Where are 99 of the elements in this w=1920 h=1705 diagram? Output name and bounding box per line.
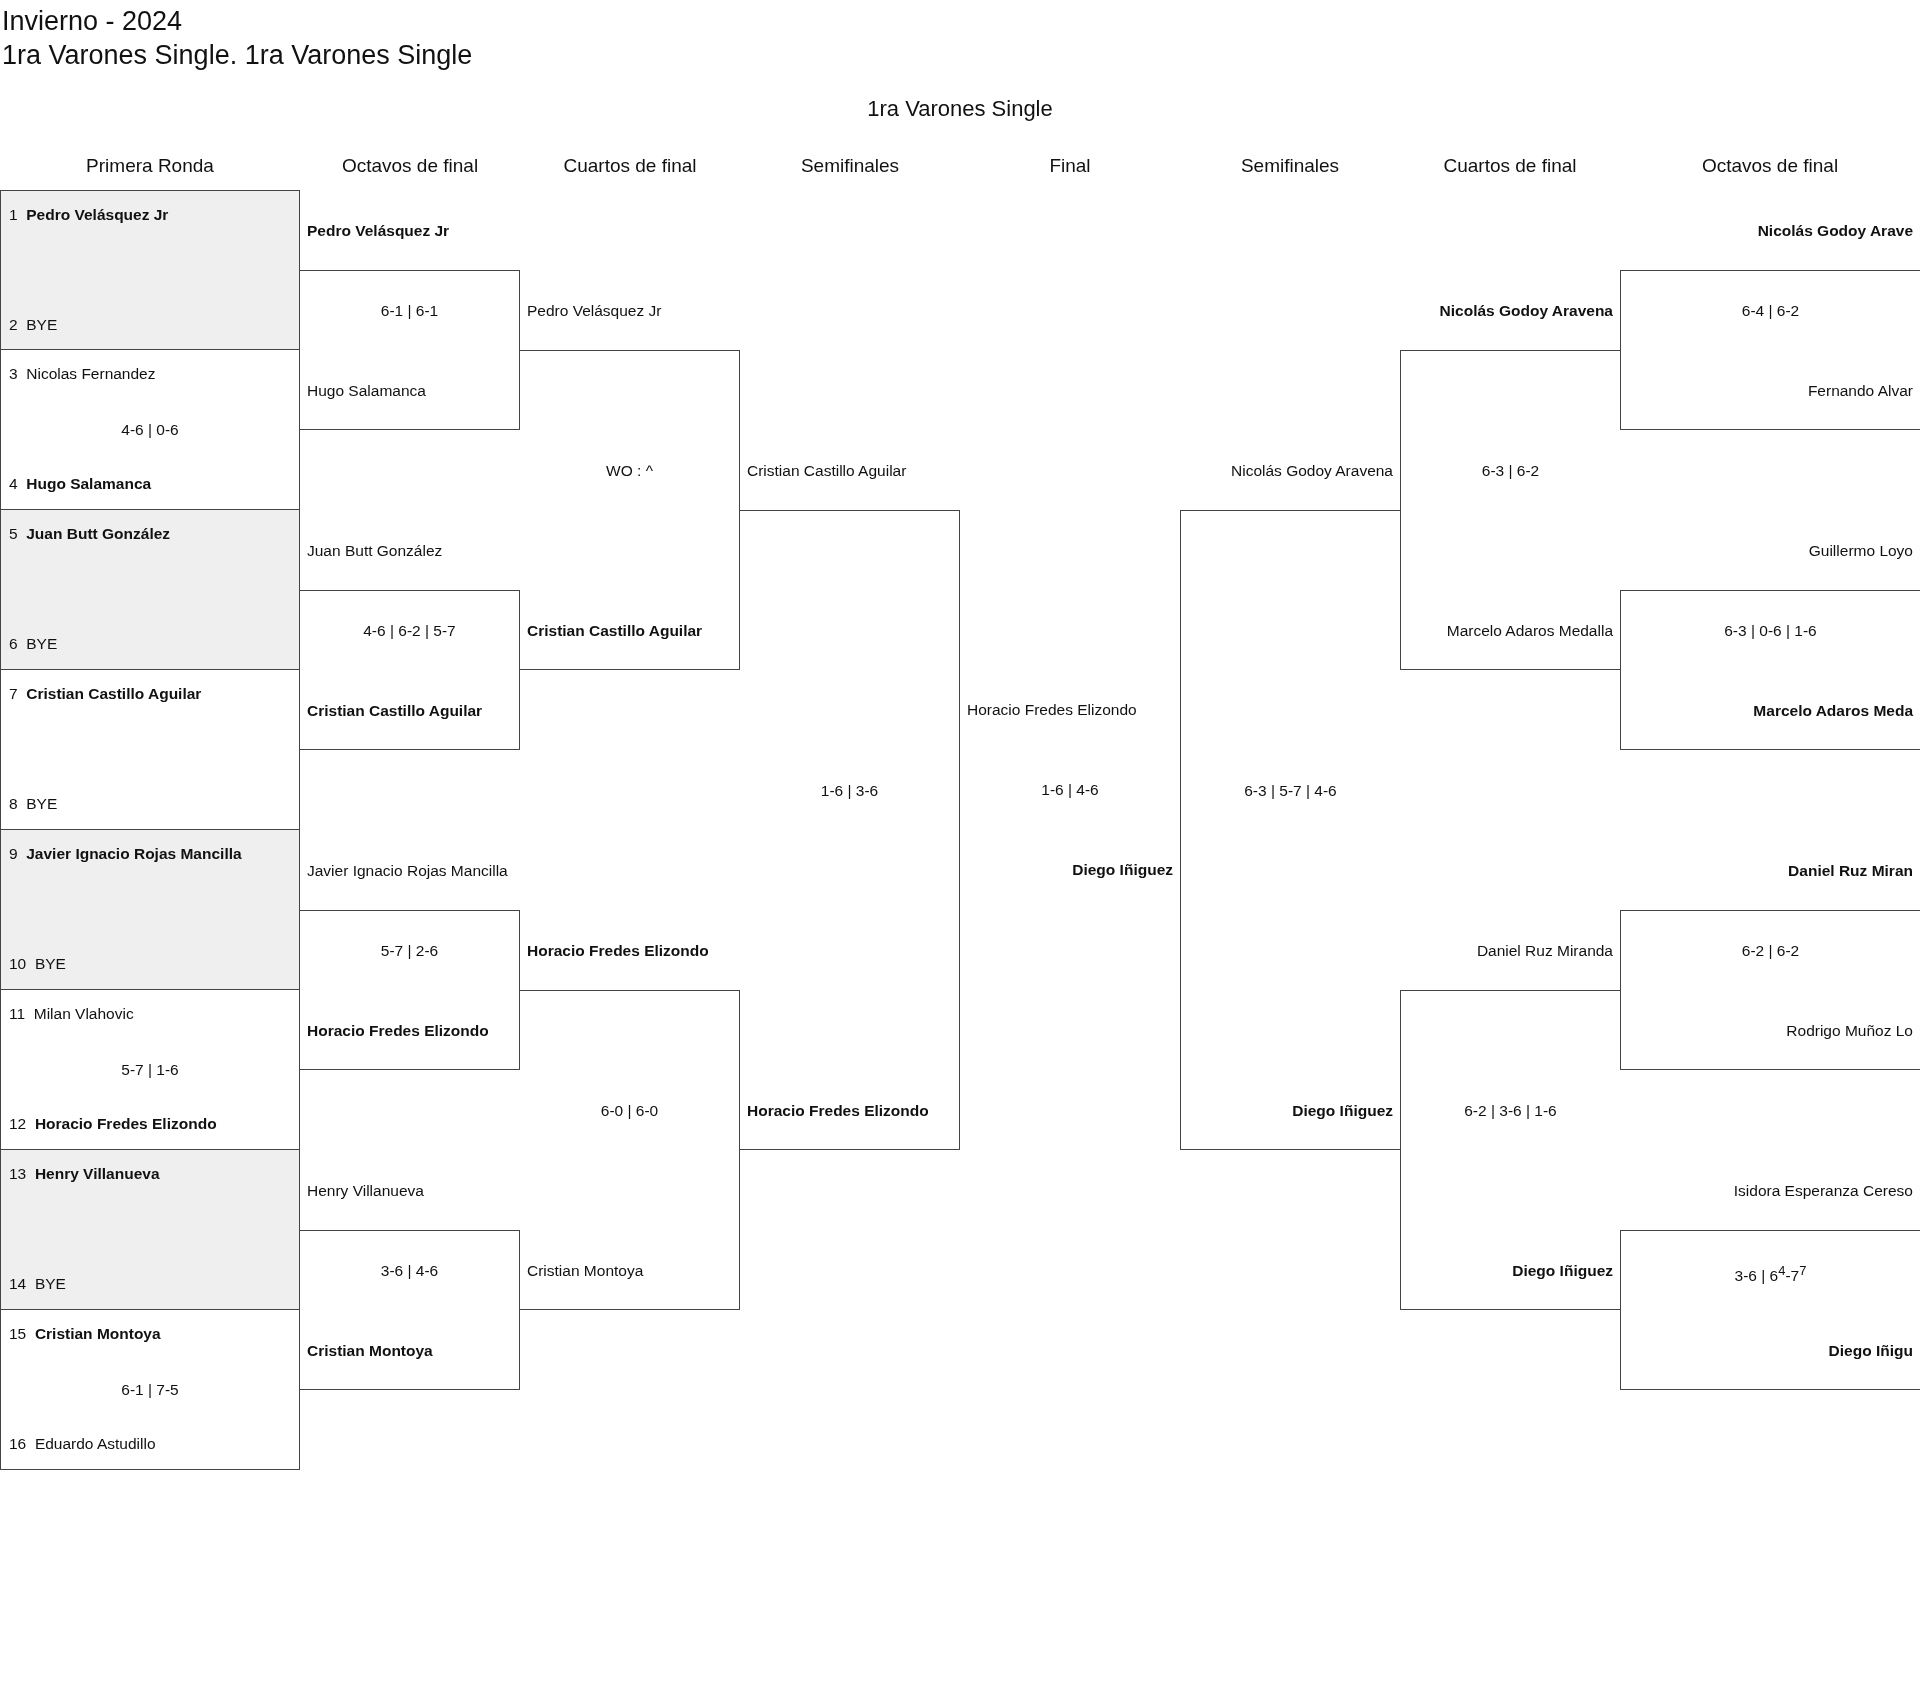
seed-number: 4 [9,474,18,494]
match-score: 6-1 | 7-5 [121,1380,179,1400]
match-score: 3-6 | 6$^{4}$-7$^{7}$ [1734,1262,1807,1287]
round-header: Final [1048,155,1092,177]
match-box [0,830,300,990]
player-name: Nicolás Godoy Aravena [1439,301,1613,321]
player-name: Marcelo Adaros Medalla [1446,621,1613,641]
match-score: 4-6 | 0-6 [121,420,179,440]
seed-number: 2 [9,315,18,335]
player-name: Henry Villanueva [34,1164,160,1184]
player-name: BYE [34,954,66,974]
match-score: 6-3 | 5-7 | 4-6 [1244,781,1337,801]
seed-number: 14 [9,1274,27,1294]
player-name: Rodrigo Muñoz Lo [1786,1021,1913,1041]
player-name: Juan Butt González [307,541,443,561]
player-name: Horacio Fredes Elizondo [527,941,709,961]
page-subtitle: 1ra Varones Single. 1ra Varones Single [2,40,473,71]
match-box [0,1150,300,1310]
player-name: BYE [26,634,58,654]
player-name: Horacio Fredes Elizondo [34,1114,217,1134]
player-name: Javier Ignacio Rojas Mancilla [307,861,508,881]
match-score: 6-1 | 6-1 [380,301,439,321]
seed-number: 9 [9,844,18,864]
seed-number: 7 [9,684,18,704]
match-box [0,1310,300,1470]
match-box [0,990,300,1150]
player-name: Cristian Montoya [527,1261,644,1281]
match-score: 4-6 | 6-2 | 5-7 [363,621,456,641]
match-box [0,350,300,510]
page-title: Invierno - 2024 [2,6,183,37]
player-name: Diego Iñiguez [1072,860,1173,880]
player-name: Juan Butt González [26,524,171,544]
player-name: Eduardo Astudillo [34,1434,156,1454]
player-name: Horacio Fredes Elizondo [747,1101,929,1121]
match-score: 6-3 | 6-2 [1481,461,1540,481]
player-name: Milan Vlahovic [33,1004,134,1024]
match-box [0,670,300,830]
player-name: Javier Ignacio Rojas Mancilla [26,844,242,864]
match-score: 3-6 | 4-6 [380,1261,439,1281]
player-name: Cristian Montoya [34,1324,161,1344]
seed-number: 11 [9,1004,26,1024]
player-name: Pedro Velásquez Jr [26,205,169,225]
player-name: Hugo Salamanca [307,381,426,401]
player-name: Guillermo Loyo [1808,541,1913,561]
player-name: BYE [34,1274,66,1294]
player-name: Nicolás Godoy Aravena [1231,461,1393,481]
match-score: 1-6 | 3-6 [820,781,879,801]
match-score: WO : ^ [606,461,653,481]
match-box [0,190,300,350]
player-name: Diego Iñigu [1828,1341,1913,1361]
round-header: Primera Ronda [85,155,215,177]
seed-number: 10 [9,954,27,974]
player-name: Marcelo Adaros Meda [1753,701,1913,721]
player-name: Pedro Velásquez Jr [527,301,662,321]
player-name: Cristian Castillo Aguilar [307,701,483,721]
bracket-title: 1ra Varones Single [866,96,1054,122]
seed-number: 15 [9,1324,27,1344]
player-name: BYE [26,315,58,335]
match-score: 6-2 | 6-2 [1741,941,1800,961]
match-score: 5-7 | 1-6 [121,1060,179,1080]
player-name: Pedro Velásquez Jr [307,221,450,241]
seed-number: 8 [9,794,18,814]
player-name: Horacio Fredes Elizondo [307,1021,489,1041]
seed-number: 6 [9,634,18,654]
player-name: Horacio Fredes Elizondo [967,700,1137,720]
player-name: Cristian Castillo Aguilar [527,621,703,641]
seed-number: 5 [9,524,18,544]
player-name: Cristian Castillo Aguilar [26,684,202,704]
round-header: Semifinales [1239,155,1341,177]
seed-number: 3 [9,364,18,384]
player-name: Hugo Salamanca [26,474,152,494]
seed-number: 1 [9,205,18,225]
seed-number: 13 [9,1164,27,1184]
match-score: 6-0 | 6-0 [600,1101,659,1121]
match-score: 6-2 | 3-6 | 1-6 [1464,1101,1557,1121]
match-score: 6-3 | 0-6 | 1-6 [1724,621,1817,641]
match-score: 6-4 | 6-2 [1741,301,1800,321]
player-name: Nicolas Fernandez [26,364,156,384]
player-name: Diego Iñiguez [1512,1261,1613,1281]
player-name: Cristian Montoya [307,1341,433,1361]
player-name: BYE [26,794,58,814]
round-header: Octavos de final [340,155,480,177]
player-name: Daniel Ruz Miranda [1476,941,1613,961]
player-name: Diego Iñiguez [1292,1101,1393,1121]
round-header: Cuartos de final [1442,155,1578,177]
round-header: Cuartos de final [562,155,698,177]
match-score: 1-6 | 4-6 [1041,780,1099,800]
round-header: Octavos de final [1700,155,1840,177]
player-name: Daniel Ruz Miran [1788,861,1913,881]
round-header: Semifinales [799,155,901,177]
seed-number: 16 [9,1434,27,1454]
player-name: Fernando Alvar [1807,381,1913,401]
match-score: 5-7 | 2-6 [380,941,439,961]
player-name: Cristian Castillo Aguilar [747,461,907,481]
player-name: Nicolás Godoy Arave [1757,221,1913,241]
match-box [0,510,300,670]
player-name: Isidora Esperanza Cereso [1733,1181,1913,1201]
player-name: Henry Villanueva [307,1181,424,1201]
seed-number: 12 [9,1114,27,1134]
